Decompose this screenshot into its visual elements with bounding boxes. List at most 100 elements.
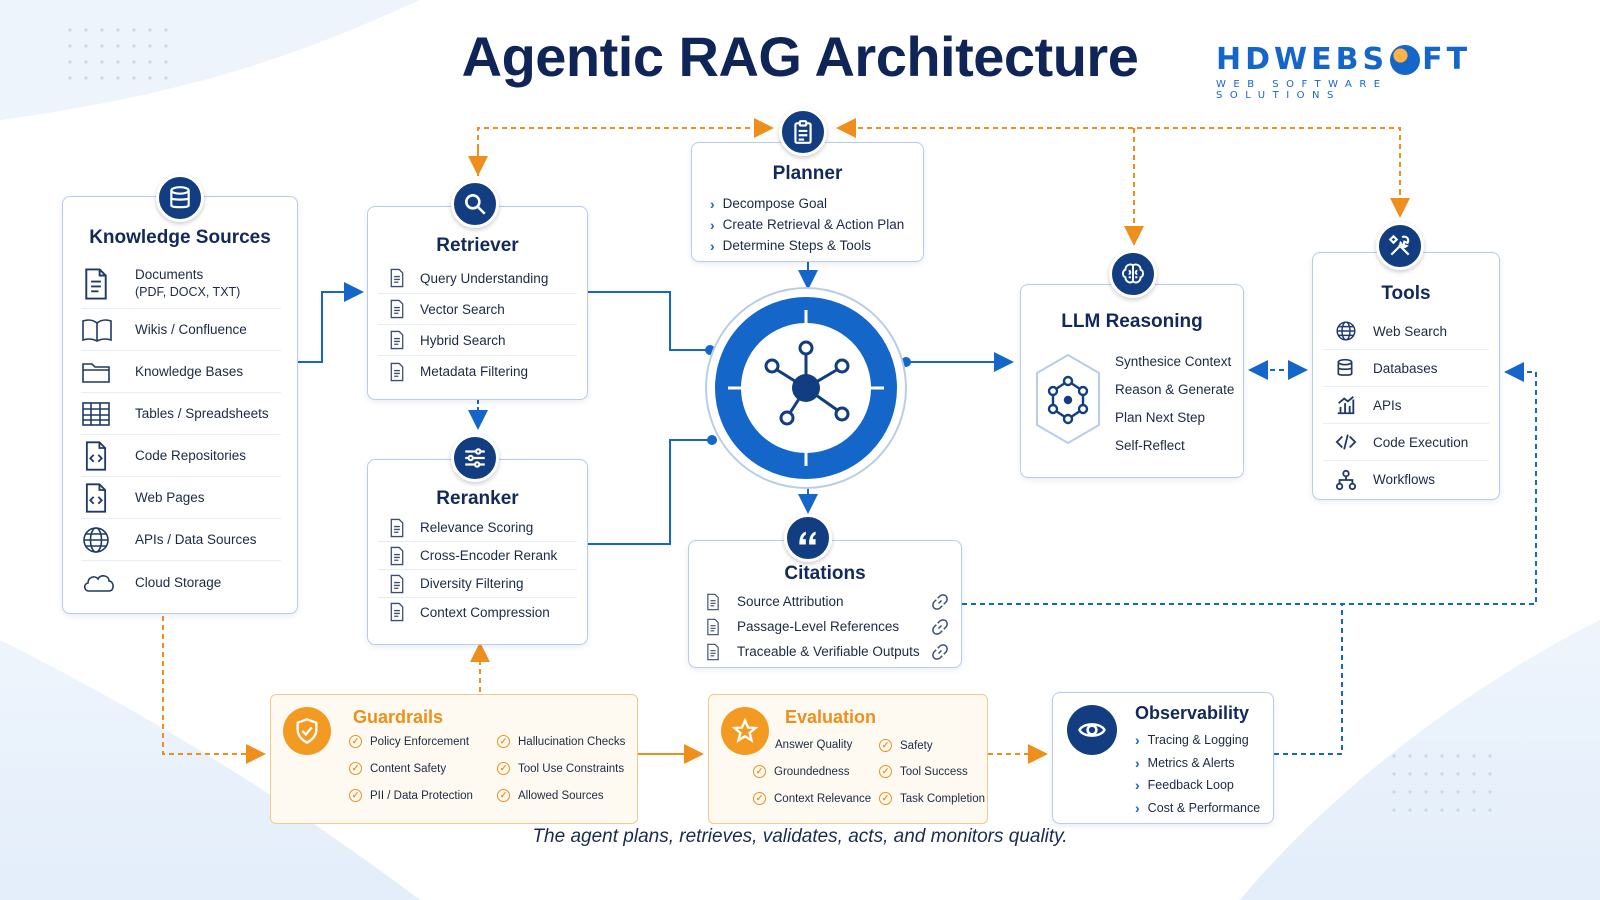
evaluation-item-label: Groundedness <box>774 765 850 778</box>
guardrails-card: Guardrails ✓ Policy Enforcement ✓ Content … <box>270 694 638 824</box>
llm-reasoning-item: Reason & Generate <box>1115 375 1234 403</box>
quote-icon <box>784 514 832 562</box>
folder-icon <box>81 360 111 384</box>
citations-list: Source Attribution Passage-Level Referen… <box>705 589 949 664</box>
retriever-item: Query Understanding <box>378 263 577 294</box>
retriever-item-label: Vector Search <box>420 301 505 317</box>
guardrails-check-item: ✓ PII / Data Protection <box>349 789 473 802</box>
check-circle-icon: ✓ <box>497 789 510 802</box>
check-circle-icon: ✓ <box>879 765 892 778</box>
document-icon <box>388 518 406 538</box>
logo-text-right: FT <box>1422 42 1472 77</box>
observability-item-label: Feedback Loop <box>1147 778 1234 793</box>
eye-icon <box>1067 705 1117 755</box>
observability-list: ›Tracing & Logging ›Metrics & Alerts ›Fe… <box>1135 729 1260 819</box>
tools-item: Web Search <box>1323 313 1489 350</box>
chevron-right-icon: › <box>1135 732 1140 749</box>
knowledge-source-item: Web Pages <box>81 477 281 519</box>
page-title: Agentic RAG Architecture <box>461 25 1139 88</box>
observability-item-label: Metrics & Alerts <box>1147 755 1235 770</box>
document-icon <box>705 618 721 636</box>
guardrails-item-label: Content Safety <box>370 762 447 775</box>
knowledge-source-item: Knowledge Bases <box>81 351 281 393</box>
planner-item-label: Determine Steps & Tools <box>722 238 871 253</box>
reranker-item: Diversity Filtering <box>378 570 577 598</box>
table-icon <box>81 401 111 427</box>
evaluation-check-item: ✓Groundedness <box>753 765 849 778</box>
guardrails-item-label: PII / Data Protection <box>370 789 473 802</box>
check-circle-icon: ✓ <box>879 792 892 805</box>
logo-tagline: WEB SOFTWARE SOLUTIONS <box>1216 79 1388 101</box>
guardrails-title: Guardrails <box>353 707 444 727</box>
knowledge-source-label: APIs / Data Sources <box>135 532 257 547</box>
tools-item-label: Databases <box>1373 360 1438 376</box>
tools-item: Code Execution <box>1323 424 1489 461</box>
reranker-title: Reranker <box>436 488 519 509</box>
chevron-right-icon: › <box>1135 799 1140 816</box>
evaluation-check-item: ✓Context Relevance <box>753 792 871 805</box>
code-file-icon <box>81 482 111 514</box>
planner-item-label: Decompose Goal <box>722 196 827 211</box>
chevron-right-icon: › <box>710 216 715 233</box>
retriever-item-label: Query Understanding <box>420 270 549 286</box>
observability-item-label: Tracing & Logging <box>1147 733 1249 748</box>
book-icon <box>81 317 113 343</box>
document-icon <box>705 643 721 661</box>
knowledge-source-label: Documents <box>135 267 204 282</box>
link-icon <box>931 618 949 636</box>
planner-item: › Decompose Goal <box>710 193 923 214</box>
evaluation-title: Evaluation <box>785 707 877 727</box>
reranker-item: Relevance Scoring <box>378 514 577 542</box>
document-icon <box>388 574 406 594</box>
citations-item-label: Passage-Level References <box>737 619 900 634</box>
tools-item: APIs <box>1323 387 1489 424</box>
knowledge-source-label: Web Pages <box>135 490 205 505</box>
evaluation-check-item: ✓Tool Success <box>879 765 968 778</box>
dot-grid-bottom-right <box>1392 754 1492 812</box>
document-icon <box>705 593 721 611</box>
planner-card: Planner ›Decompose Goal ›Create Retrieva… <box>691 142 924 262</box>
guardrails-check-item: ✓Hallucination Checks <box>497 735 625 748</box>
citations-item: Passage-Level References <box>705 614 949 639</box>
code-file-icon <box>81 440 111 472</box>
reranker-item: Cross-Encoder Rerank <box>378 542 577 570</box>
llm-reasoning-list: Synthesice Context Reason & Generate Pla… <box>1115 347 1234 459</box>
citations-card: Citations Source Attribution Passage-Lev… <box>688 540 962 668</box>
check-circle-icon: ✓ <box>753 792 766 805</box>
document-icon <box>388 602 406 622</box>
workflow-icon <box>1335 469 1357 491</box>
knowledge-source-label: Cloud Storage <box>135 574 222 590</box>
globe-icon <box>1390 44 1421 75</box>
guardrails-item-label: Tool Use Constraints <box>518 762 625 775</box>
knowledge-source-item: Wikis / Confluence <box>81 309 281 351</box>
knowledge-sources-title: Knowledge Sources <box>89 227 271 248</box>
shield-icon <box>283 707 331 755</box>
evaluation-check-item: Answer Quality <box>775 739 852 751</box>
chevron-right-icon: › <box>710 195 715 212</box>
cloud-icon <box>81 569 117 595</box>
tools-item-label: Code Execution <box>1373 434 1469 450</box>
globe-icon <box>81 525 111 555</box>
guardrails-item-label: Hallucination Checks <box>518 735 626 748</box>
retriever-card: Retriever Query Understanding Vector Sea… <box>367 206 588 400</box>
evaluation-check-item: ✓Task Completion <box>879 792 985 805</box>
knowledge-source-item: APIs / Data Sources <box>81 519 281 561</box>
knowledge-source-item: Tables / Spreadsheets <box>81 393 281 435</box>
llm-reasoning-item-label: Plan Next Step <box>1115 409 1206 425</box>
observability-title: Observability <box>1135 703 1250 723</box>
citations-item: Traceable & Verifiable Outputs <box>705 639 949 664</box>
knowledge-sources-card: Knowledge Sources Documents(PDF, DOCX, T… <box>62 196 298 614</box>
database-icon <box>156 174 204 222</box>
tools-item: Databases <box>1323 350 1489 387</box>
retriever-item: Hybrid Search <box>378 325 577 356</box>
star-icon <box>721 707 769 755</box>
observability-item-label: Cost & Performance <box>1147 800 1261 815</box>
llm-reasoning-item-label: Self-Reflect <box>1115 437 1185 453</box>
reranker-item-label: Relevance Scoring <box>420 520 534 535</box>
guardrails-item-label: Policy Enforcement <box>370 735 470 748</box>
retriever-item: Metadata Filtering <box>378 356 577 387</box>
knowledge-source-item: Code Repositories <box>81 435 281 477</box>
link-icon <box>931 593 949 611</box>
check-circle-icon: ✓ <box>349 789 362 802</box>
